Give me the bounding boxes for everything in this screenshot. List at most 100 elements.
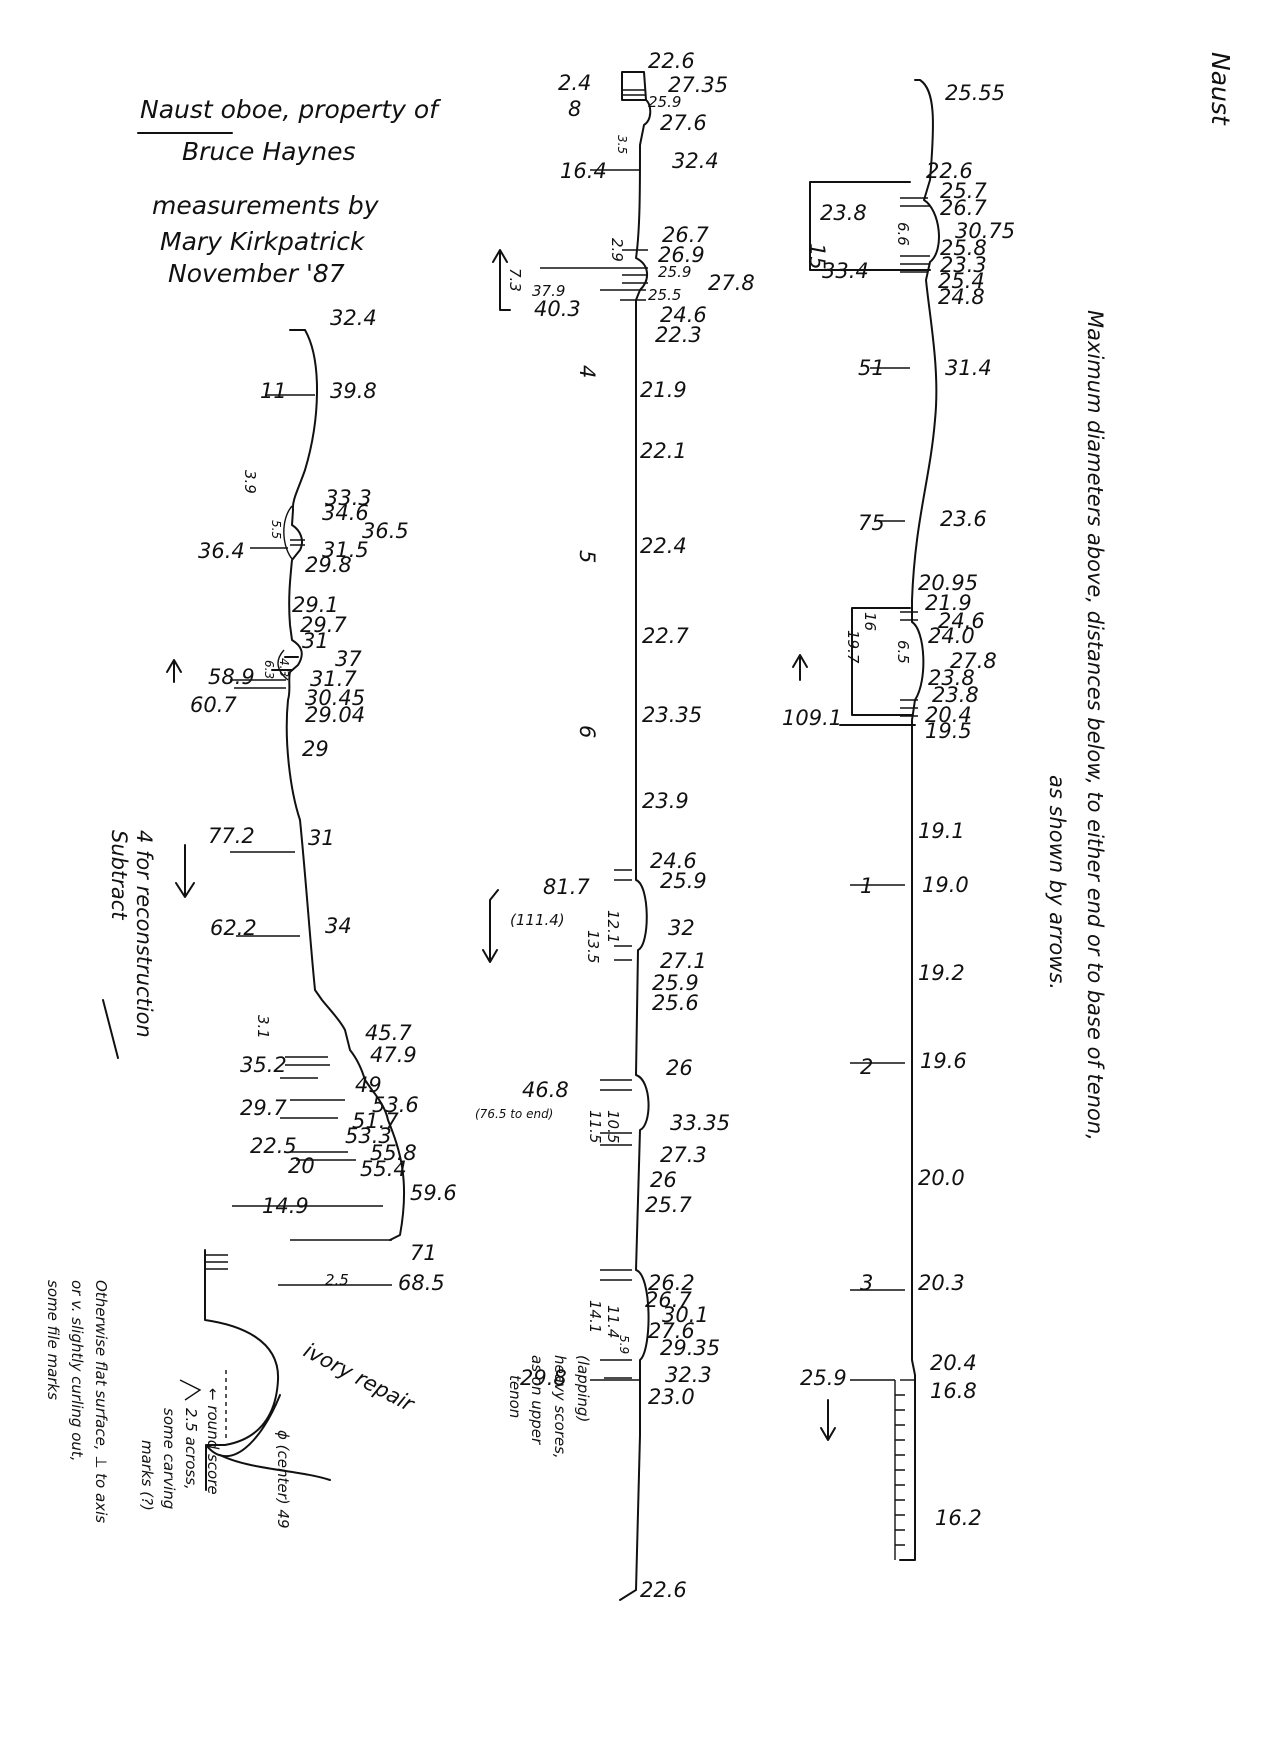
middle-distance-18: 11.5 xyxy=(586,1110,604,1143)
bell-note-center: ϕ (center) 49 xyxy=(274,1430,292,1528)
bell-diameter-26: 71 xyxy=(410,1241,437,1265)
top-diameter-28: 16.2 xyxy=(935,1506,982,1530)
top-distance-12: 3 xyxy=(860,1271,873,1295)
top-diameter-3: 26.7 xyxy=(940,196,987,220)
top-diameter-19: 19.5 xyxy=(925,719,972,743)
bell-distance-6: 58.9 xyxy=(208,665,255,689)
bell-distance-1: 3.9 xyxy=(241,470,259,494)
top-diameter-27: 16.8 xyxy=(930,1379,977,1403)
bell-diameter-6: 29.8 xyxy=(305,553,352,577)
middle-distance-4: 2.9 xyxy=(608,238,626,262)
top-diameter-8: 24.8 xyxy=(938,285,985,309)
bell-diameter-19: 49 xyxy=(355,1073,382,1097)
middle-diameter-1: 27.35 xyxy=(668,73,728,97)
middle-diameter-8: 27.8 xyxy=(708,271,755,295)
bell-diameter-20: 53.6 xyxy=(372,1093,419,1117)
top-diameter-6: 23.3 xyxy=(940,253,987,277)
bell-diameter-9: 31 xyxy=(302,629,329,653)
middle-diameter-17: 23.9 xyxy=(642,789,689,813)
top-distance-4: 51 xyxy=(858,356,885,380)
bell-diameter-27: 68.5 xyxy=(398,1271,445,1295)
middle-diameter-0: 22.6 xyxy=(648,49,695,73)
top-distance-1: 15 xyxy=(805,243,829,270)
bell-distance-7: 60.7 xyxy=(190,693,237,717)
middle-diameter-12: 21.9 xyxy=(640,378,687,402)
middle-diameter-30: 26.7 xyxy=(645,1288,692,1312)
top-diameter-9: 31.4 xyxy=(945,356,992,380)
top-profile-right xyxy=(899,79,940,1561)
top-diameter-22: 19.2 xyxy=(918,961,965,985)
right-note-line-2: as shown by arrows. xyxy=(1045,775,1069,990)
middle-diameter-11: 22.3 xyxy=(655,323,702,347)
bell-diameter-21: 51.7 xyxy=(352,1109,399,1133)
middle-diameter-2: 25.9 xyxy=(648,93,681,111)
top-diameter-7: 25.4 xyxy=(938,269,985,293)
middle-distance-17: 10.5 xyxy=(604,1110,622,1143)
top-diameter-10: 23.6 xyxy=(940,507,987,531)
bell-note-flat-2: or v. slightly curling out, xyxy=(68,1280,86,1462)
middle-diameter-33: 29.35 xyxy=(660,1336,720,1360)
bell-diameter-25: 59.6 xyxy=(410,1181,457,1205)
middle-diameter-10: 24.6 xyxy=(660,303,707,327)
middle-distance-9: 5 xyxy=(575,550,599,563)
bell-labels: 32.439.833.334.636.531.529.829.129.73137… xyxy=(190,306,457,1295)
top-diameter-11: 20.95 xyxy=(918,571,978,595)
middle-diameter-32: 27.6 xyxy=(648,1319,695,1343)
middle-diameter-9: 25.5 xyxy=(648,286,681,304)
middle-note-lapping: (lapping) xyxy=(574,1355,592,1422)
title-line-4: Mary Kirkpatrick xyxy=(160,227,366,256)
middle-distance-20: 14.1 xyxy=(586,1300,604,1333)
middle-diameter-22: 25.9 xyxy=(652,971,699,995)
middle-diameter-19: 25.9 xyxy=(660,869,707,893)
bell-note-round-score: ← round score xyxy=(204,1388,222,1495)
title-line-5: November '87 xyxy=(168,259,345,288)
middle-diameter-24: 26 xyxy=(666,1056,693,1080)
middle-distance-10: 6 xyxy=(575,725,599,738)
middle-distance-21: 5.9 xyxy=(617,1335,631,1354)
bell-distance-15: 14.9 xyxy=(262,1194,309,1218)
bell-distance-4: 4.3 xyxy=(277,658,291,677)
middle-distance-2: 3.5 xyxy=(615,135,629,154)
subtract-note: Subtract 4 for reconstruction xyxy=(102,830,195,1059)
top-diameter-14: 24.0 xyxy=(928,624,975,648)
middle-diameter-35: 23.0 xyxy=(648,1385,695,1409)
top-distance-10: 1 xyxy=(860,874,873,898)
bell-note-marks: marks (?) xyxy=(138,1440,156,1511)
right-note-line-1: Maximum diameters above, distances below… xyxy=(1083,310,1107,1141)
bell-diameter-14: 29 xyxy=(302,737,329,761)
middle-diameter-31: 30.1 xyxy=(662,1303,709,1327)
bell-distance-9: 62.2 xyxy=(210,916,257,940)
middle-diameter-20: 32 xyxy=(668,916,695,940)
bell-distance-14: 20 xyxy=(288,1154,315,1178)
bell-diameter-12: 30.45 xyxy=(305,686,365,710)
top-distance-5: 75 xyxy=(858,511,885,535)
bell-diameter-5: 31.5 xyxy=(322,538,369,562)
middle-note-upper: as on upper xyxy=(528,1355,546,1445)
middle-distance-16: (76.5 to end) xyxy=(475,1107,553,1121)
middle-note-scores: heavy scores, xyxy=(551,1355,569,1459)
middle-diameter-18: 24.6 xyxy=(650,849,697,873)
middle-diameter-25: 33.35 xyxy=(670,1111,730,1135)
middle-diameter-27: 26 xyxy=(650,1168,677,1192)
top-distance-9: 109.1 xyxy=(782,706,842,730)
middle-distance-11: 81.7 xyxy=(543,875,590,899)
middle-diameter-16: 23.35 xyxy=(642,703,702,727)
top-diameter-21: 19.0 xyxy=(922,873,969,897)
top-diameter-23: 19.6 xyxy=(920,1049,967,1073)
bell-note-flat-1: Otherwise flat surface, ⊥ to axis xyxy=(92,1280,110,1523)
bell-sketch xyxy=(179,1249,331,1491)
corner-label: Naust xyxy=(1206,52,1235,126)
title-line-1: Naust oboe, property of xyxy=(140,95,441,124)
middle-note: (lapping) heavy scores, as on upper teno… xyxy=(506,1355,592,1459)
top-diameter-0: 25.55 xyxy=(945,81,1005,105)
title-line-2: Bruce Haynes xyxy=(182,137,356,166)
bell-distance-0: 11 xyxy=(260,379,287,403)
bell-note-flat-3: some file marks xyxy=(44,1280,62,1400)
top-distance-2: 6.6 xyxy=(894,222,912,246)
middle-profile-right xyxy=(619,71,652,1601)
middle-diameter-23: 25.6 xyxy=(652,991,699,1015)
bell-diameter-10: 37 xyxy=(335,647,362,671)
bell-distance-3: 36.4 xyxy=(198,539,245,563)
bell-note-ivory: ivory repair xyxy=(300,1338,419,1417)
